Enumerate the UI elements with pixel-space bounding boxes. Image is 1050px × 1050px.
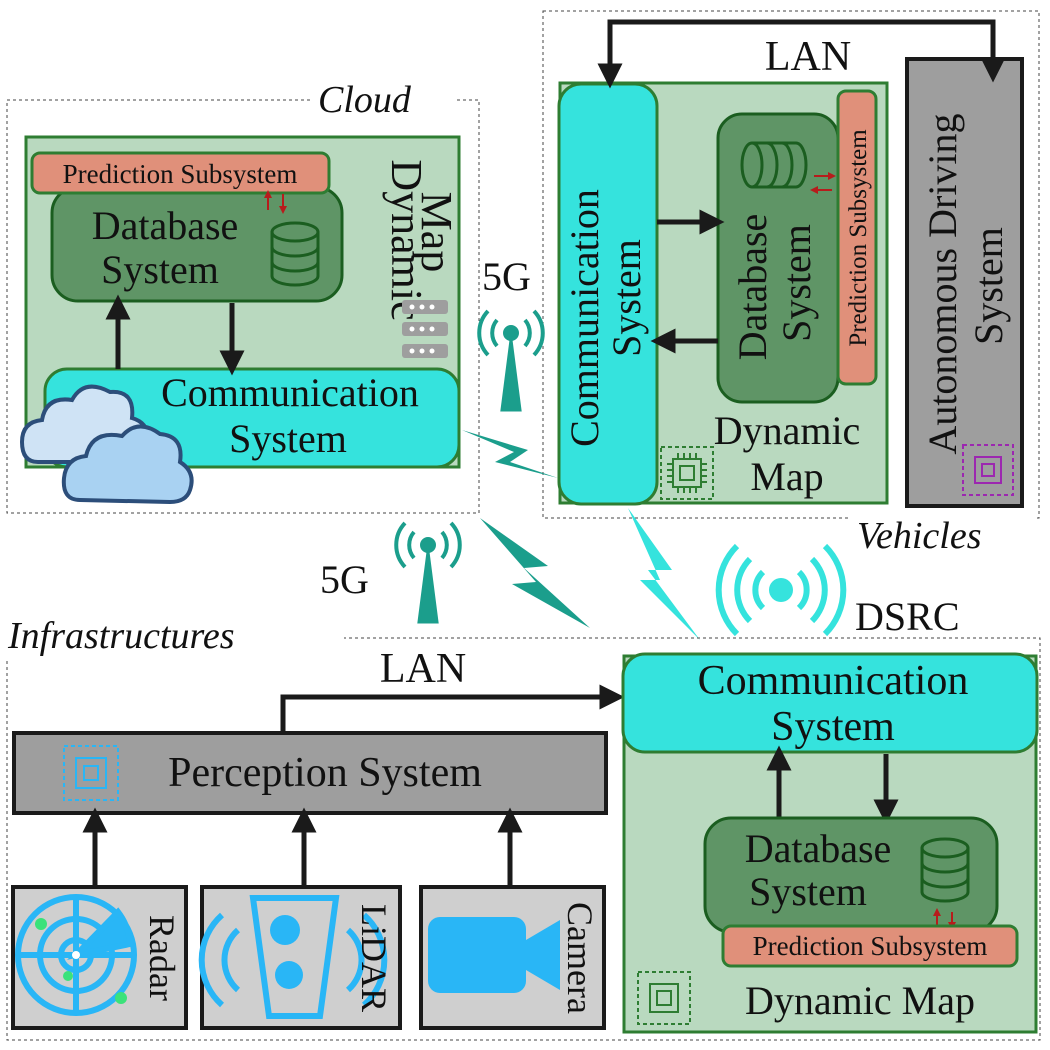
autonomous-driving-system	[905, 57, 1024, 508]
dsrc-label: DSRC	[855, 594, 960, 639]
infrastructures-group: Infrastructures Perception System LAN	[4, 615, 1041, 1041]
infra-database-icon	[920, 837, 970, 903]
infrastructures-group-border	[6, 637, 1041, 1041]
lightning-vehicle-infra	[628, 508, 700, 640]
cloud-database-label-1: Database	[92, 203, 239, 248]
ads-chip-icon	[962, 444, 1014, 496]
cloud-database-icon	[270, 221, 320, 287]
cloud-prediction-label: Prediction Subsystem	[63, 159, 298, 189]
lidar-icon	[198, 895, 388, 1019]
fiveg-bottom-label: 5G	[320, 557, 369, 602]
cloud-group-label: Cloud	[318, 79, 412, 121]
cloud-icon	[19, 384, 194, 505]
ads-label-1: Autonomous Driving	[920, 113, 965, 454]
vehicles-group-border	[542, 10, 1040, 519]
tower-top-icon	[477, 309, 545, 412]
cloud-group-border	[6, 99, 480, 514]
infra-database-label-2: System	[749, 869, 867, 914]
vehicle-database-label-1: Database	[730, 214, 775, 361]
tower-bottom-icon	[394, 521, 462, 624]
infra-communication-system	[621, 652, 1039, 754]
perception-label: Perception System	[168, 750, 482, 796]
vehicle-dynamic-map-label-2: Map	[750, 454, 823, 499]
perception-chip-icon	[63, 745, 119, 801]
infra-prediction-subsystem	[721, 924, 1019, 968]
vehicles-group: Vehicles Communication System Database S…	[542, 10, 1040, 557]
vehicle-communication-label-2: System	[604, 239, 649, 357]
wireless-links: 5G 5G DSRC	[320, 254, 960, 640]
cloud-group: Cloud Database System Prediction Subsyst…	[6, 79, 480, 514]
infra-lan-label: LAN	[380, 646, 466, 692]
infra-lan-connection	[280, 684, 625, 733]
ads-label-2: System	[966, 227, 1011, 345]
vehicle-lan-connection	[607, 19, 1006, 84]
cloud-dynamic-map-label-2: Map	[412, 192, 461, 273]
vehicles-group-label: Vehicles	[857, 515, 982, 557]
infra-chip-icon	[637, 971, 691, 1025]
cloud-prediction-subsystem	[30, 151, 331, 195]
vehicle-communication-label-1: Communication	[562, 189, 607, 447]
cloud-server-icon	[402, 300, 448, 358]
cloud-communication-label-2: System	[229, 416, 347, 461]
vehicle-lan-label: LAN	[765, 34, 851, 80]
vehicle-dynamic-map-label-1: Dynamic	[714, 408, 861, 453]
lightning-cloud-infra	[480, 518, 590, 628]
infrastructures-group-label: Infrastructures	[7, 615, 235, 657]
cloud-database-label-2: System	[101, 247, 219, 292]
lidar-label: LiDAR	[354, 904, 394, 1012]
infra-prediction-label: Prediction Subsystem	[753, 931, 988, 961]
fiveg-top-label: 5G	[482, 254, 531, 299]
vehicle-prediction-subsystem	[836, 89, 878, 386]
infra-communication-label-2: System	[771, 704, 895, 750]
infra-database-label-1: Database	[745, 826, 892, 871]
cloud-dynamic-map-label-1: Dynamic	[382, 159, 431, 320]
camera-label: Camera	[560, 902, 600, 1014]
vehicle-prediction-label: Prediction Subsystem	[845, 129, 872, 347]
camera-icon	[428, 917, 560, 993]
radar-icon	[15, 894, 137, 1016]
lightning-cloud-vehicle	[462, 430, 558, 478]
infra-communication-label-1: Communication	[698, 658, 969, 704]
cloud-communication-label-1: Communication	[161, 370, 419, 415]
infra-dynamic-map-label: Dynamic Map	[745, 978, 975, 1023]
radar-label: Radar	[142, 915, 182, 1001]
vehicle-database-icon	[740, 141, 808, 189]
vehicle-database-label-2: System	[774, 224, 819, 342]
vehicle-chip-icon	[660, 446, 714, 500]
dsrc-broadcast-icon	[715, 543, 847, 637]
